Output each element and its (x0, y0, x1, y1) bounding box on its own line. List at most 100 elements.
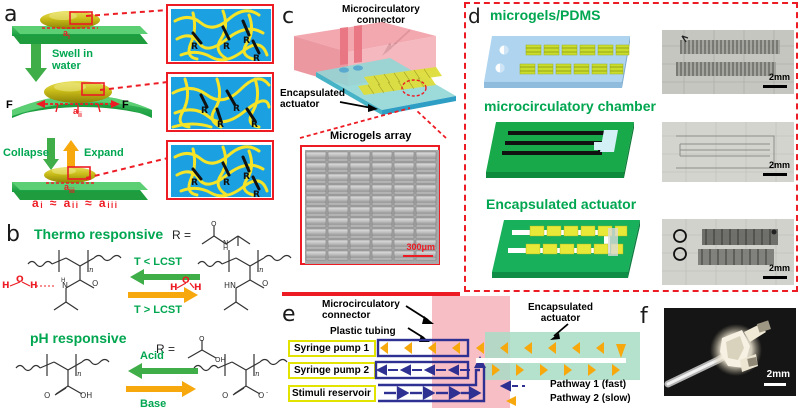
svg-text:O: O (222, 391, 228, 400)
panel-a-stage3 (12, 166, 148, 200)
network-r-label: R (201, 106, 208, 116)
panel-c-device-3d (294, 22, 456, 115)
network-r-label: R (223, 42, 230, 52)
r-group-ph-structure: O OH (187, 335, 226, 364)
svg-text:N: N (62, 281, 68, 290)
panel-d-row1-scale-bar (763, 85, 787, 88)
panel-d-row1-scale-label: 2mm (768, 72, 790, 82)
network-r-label: R (251, 120, 258, 130)
svg-text:n: n (255, 370, 260, 378)
panel-b-r-equals-ph: R = (156, 342, 176, 356)
panel-a-inset-3: R R R R (166, 140, 274, 200)
microgels-pdms-photo (662, 30, 794, 94)
panel-e-legend-icons (499, 380, 525, 406)
network-r-label: R (243, 36, 250, 46)
network-r-label: R (223, 178, 230, 188)
network-r-label: R (253, 54, 260, 64)
device-photograph (664, 308, 796, 396)
panel-c-scale-label: 300μm (406, 242, 435, 252)
panel-d-row3-schematic (492, 220, 640, 278)
ph-forward-label: Base (140, 398, 167, 408)
panel-e-box-syringe-pump-1[interactable]: Syringe pump 1 (288, 340, 376, 357)
panel-e-legend-1: Pathway 1 (fast) (550, 379, 627, 390)
panel-e-legend-2: Pathway 2 (slow) (550, 393, 631, 404)
svg-text:H: H (170, 283, 178, 293)
panel-a-inset-connectors (85, 9, 169, 179)
panel-c-scale-bar (403, 255, 433, 257)
thermo-backward-label: T < LCST (134, 256, 182, 268)
panel-d-row1-title: microgels/PDMS (490, 7, 601, 23)
svg-text:O: O (16, 275, 24, 285)
svg-text:n: n (89, 266, 94, 274)
network-r-label: R (191, 42, 198, 52)
panel-a-stage2 (12, 81, 152, 118)
svg-text:O: O (211, 220, 217, 228)
svg-text:HN: HN (224, 281, 236, 290)
panel-e-connector-arrow (405, 305, 434, 324)
panel-e-tubing-label: Plastic tubing (330, 326, 396, 337)
polymer-network-diagram-collapsed: R R R R (171, 145, 271, 200)
panel-e-actuator-arrow (550, 323, 569, 340)
ph-backward-label: Acid (140, 350, 164, 362)
panel-b-thermo-title: Thermo responsive (34, 226, 164, 242)
panel-a-collapse-label: Collapse (3, 147, 49, 159)
panel-e-box-stimuli-reservoir[interactable]: Stimuli reservoir (288, 385, 376, 402)
panel-e-box-syringe-pump-2[interactable]: Syringe pump 2 (288, 362, 376, 379)
ph-arrows (126, 363, 198, 397)
svg-text:O: O (182, 276, 190, 286)
panel-d: d microgels/PDMS (464, 2, 798, 292)
polymer-network-diagram-swollen: R R R R (171, 77, 271, 130)
panel-d-row3-scale-bar (763, 276, 787, 279)
panel-a-force-right: F (122, 99, 129, 111)
svg-text:O: O (44, 391, 50, 400)
svg-text:H: H (30, 281, 38, 291)
panel-a-inset-2: R R R R (166, 72, 274, 132)
svg-text:H: H (2, 281, 10, 291)
panel-f-letter: f (640, 304, 648, 329)
panel-a: a ai (0, 0, 280, 212)
svg-text:n: n (77, 370, 82, 378)
panel-a-relation: aᵢ ≈ aᵢᵢ ≈ aᵢᵢᵢ (32, 196, 119, 210)
panel-d-row2-photo: 2mm (662, 122, 794, 182)
panel-a-inset-1: R R R R (166, 4, 274, 64)
panel-c-microgels-array-inset: 300μm (300, 145, 440, 265)
panel-f-scale-label: 2mm (766, 369, 790, 380)
svg-text:H: H (194, 283, 202, 293)
network-r-label: R (243, 172, 250, 182)
thermo-forward-label: T > LCST (134, 304, 182, 316)
panel-c-inset-title: Microgels array (330, 130, 412, 142)
encapsulated-actuator-photo (662, 219, 794, 285)
panel-c-zoom-lines (299, 107, 447, 139)
network-r-label: R (233, 104, 240, 114)
panel-b-ph-title: pH responsive (30, 330, 127, 346)
panel-d-row3-photo: 2mm (662, 219, 794, 285)
svg-text:n: n (259, 266, 264, 274)
panel-d-row3-title: Encapsulated actuator (486, 196, 637, 212)
polymer-network-diagram: R R R R (171, 9, 271, 64)
microgels-array-pattern (305, 150, 439, 264)
ph-polymer-right-structure: O O - n (193, 354, 288, 400)
panel-a-force-left: F (6, 99, 13, 111)
svg-text:OH: OH (80, 391, 92, 400)
panel-a-arrow-expand (63, 140, 79, 172)
panel-b: b Thermo responsive R = O H N (0, 212, 292, 408)
panel-c-letter: c (282, 4, 295, 29)
panel-a-letter: a (4, 2, 18, 27)
svg-text:O: O (258, 391, 264, 400)
svg-text:H: H (61, 277, 66, 284)
r-group-thermo-structure: O H N (201, 220, 251, 252)
panel-d-row3-scale-label: 2mm (768, 263, 790, 273)
panel-f-photo: 2mm (664, 308, 796, 396)
panel-d-row2-title: microcirculatory chamber (484, 98, 656, 114)
svg-text:O: O (199, 335, 205, 343)
panel-e-letter: e (282, 302, 296, 327)
microgels-array-image: 300μm (305, 150, 439, 264)
microcirculatory-chamber-photo (662, 122, 794, 182)
svg-text:OH: OH (215, 356, 226, 364)
panel-d-letter: d (468, 4, 481, 28)
panel-a-stage1 (12, 11, 148, 44)
